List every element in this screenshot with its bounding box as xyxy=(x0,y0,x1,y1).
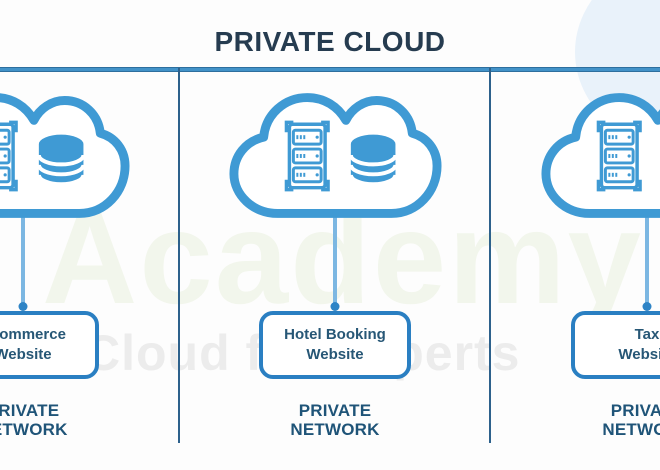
website-box: Tax Website xyxy=(571,311,660,379)
panel-ecommerce: eCommerce Website PRIVATE NETWORK xyxy=(0,68,179,470)
cloud-icon xyxy=(226,86,444,224)
connector-dot xyxy=(330,302,340,311)
cloud-icon xyxy=(0,86,132,224)
panel-divider-left xyxy=(178,68,180,443)
panel-divider-right xyxy=(489,68,491,443)
cloud-icon xyxy=(538,86,660,224)
network-label: PRIVATE NETWORK xyxy=(290,401,380,439)
website-box-label: Hotel Booking Website xyxy=(284,326,386,363)
website-box-label: eCommerce Website xyxy=(0,326,66,363)
connector-dot xyxy=(642,302,652,311)
website-box-label: Tax Website xyxy=(618,326,660,363)
network-label: PRIVATE NETWORK xyxy=(0,401,68,439)
website-box: Hotel Booking Website xyxy=(259,311,411,379)
website-box: eCommerce Website xyxy=(0,311,99,379)
connector-line xyxy=(333,214,337,310)
connector-line xyxy=(21,214,25,310)
connector-dot xyxy=(18,302,28,311)
diagram-title: PRIVATE CLOUD xyxy=(214,26,446,57)
top-border-line xyxy=(0,67,660,72)
panel-hotel-booking: Hotel Booking Website PRIVATE NETWORK xyxy=(179,68,491,470)
connector-line xyxy=(645,214,649,310)
network-label: PRIVATE NETWORK xyxy=(602,401,660,439)
panel-tax: Tax Website PRIVATE NETWORK xyxy=(491,68,660,470)
